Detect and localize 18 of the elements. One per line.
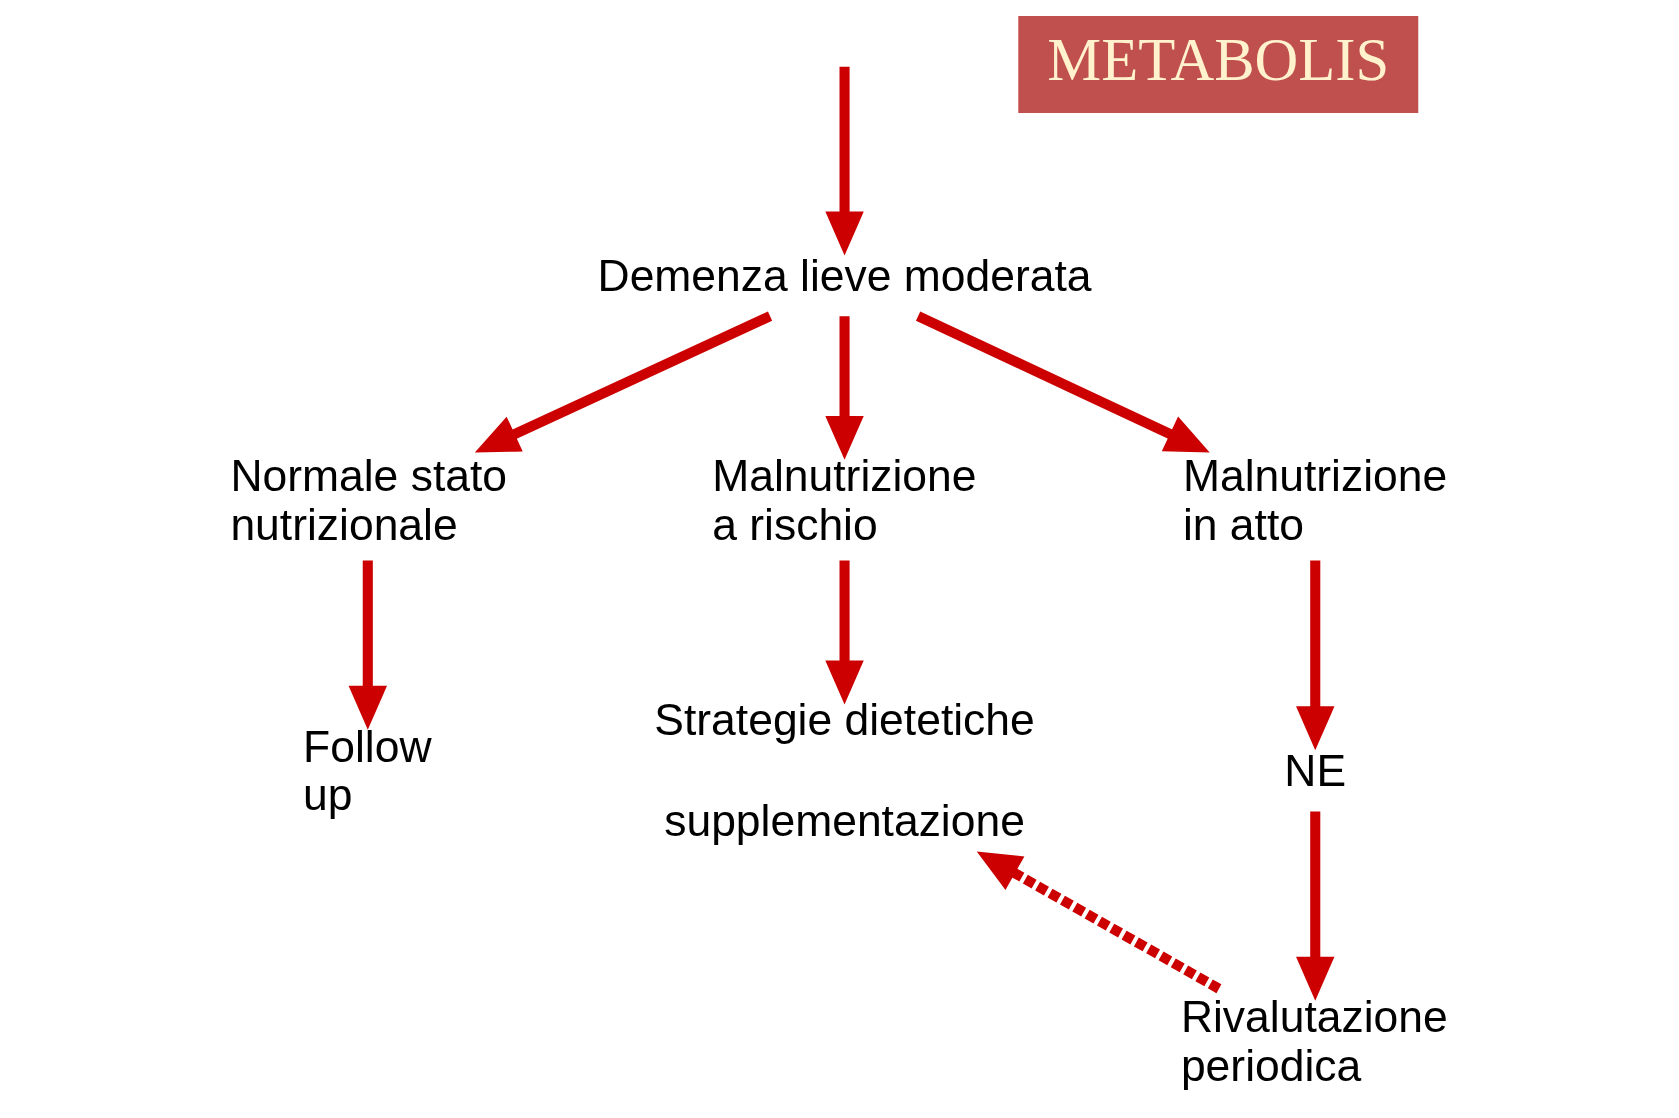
node-text: NE — [1283, 745, 1346, 795]
node-text: Follow up — [302, 721, 432, 819]
node-text: Malnutrizione a rischio — [711, 450, 977, 548]
arrow — [348, 560, 387, 730]
node-text: Strategie dietetiche supplementazione — [653, 694, 1035, 845]
arrow — [976, 851, 1221, 993]
node-text: Demenza lieve moderata — [597, 250, 1092, 300]
node-box: METABOLIS — [1017, 15, 1418, 113]
arrow — [915, 311, 1210, 453]
node-text: Normale stato nutrizionale — [229, 450, 507, 548]
arrow — [824, 66, 864, 255]
node-text: Malnutrizione in atto — [1182, 450, 1447, 548]
node-text: Rivalutazione periodica — [1180, 991, 1448, 1090]
arrow — [824, 315, 864, 460]
arrow — [1295, 811, 1334, 1001]
arrow — [824, 560, 864, 704]
arrow — [474, 311, 772, 452]
arrow — [1295, 560, 1334, 750]
